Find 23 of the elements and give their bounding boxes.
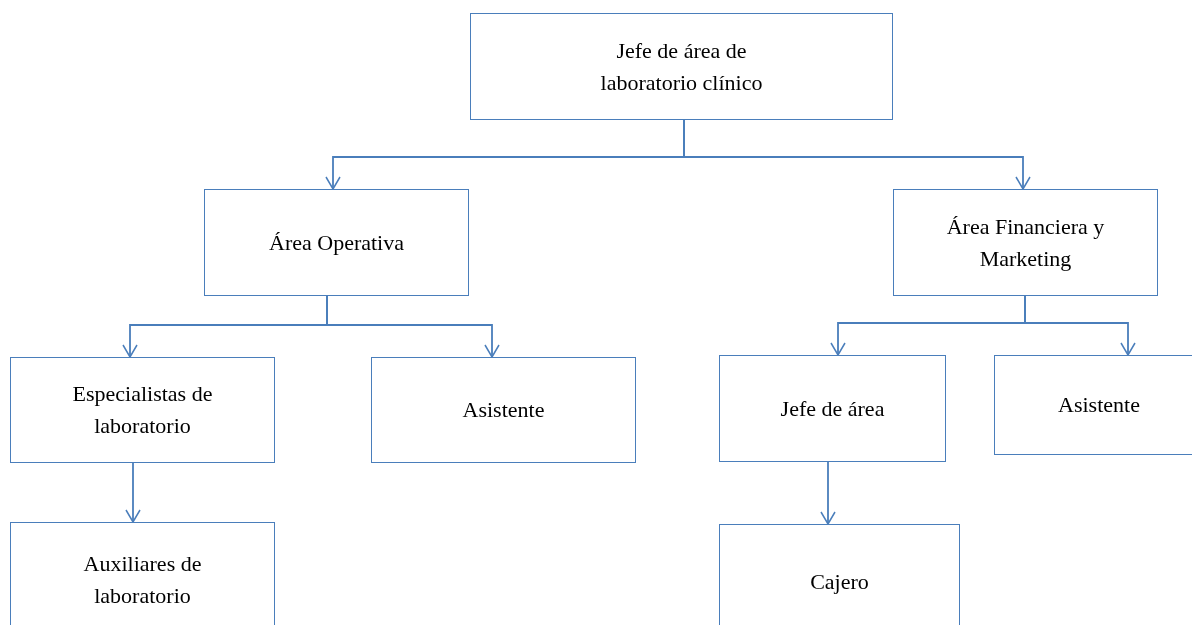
org-box xyxy=(719,355,946,462)
org-box xyxy=(994,355,1192,455)
org-box xyxy=(204,189,469,296)
box-label: Asistente xyxy=(461,396,546,424)
arrow xyxy=(1024,295,1136,356)
arrow xyxy=(326,295,500,358)
box-label: Auxiliares de laboratorio xyxy=(82,549,203,610)
org-box xyxy=(10,357,275,463)
org-box xyxy=(893,189,1158,296)
org-box xyxy=(470,13,893,120)
arrow xyxy=(820,461,836,525)
org-box xyxy=(719,524,960,625)
org-box xyxy=(371,357,636,463)
arrow xyxy=(125,462,141,523)
box-label: Área Financiera y Marketing xyxy=(945,212,1106,273)
box-label: Cajero xyxy=(809,567,870,596)
box-label: Jefe de área xyxy=(779,394,886,423)
arrow xyxy=(683,119,1031,190)
box-label: Asistente xyxy=(1057,391,1141,419)
box-label: Especialistas de laboratorio xyxy=(71,380,214,440)
org-box xyxy=(10,522,275,625)
box-label: Área Operativa xyxy=(268,228,405,257)
box-label: Jefe de área de laboratorio clínico xyxy=(599,36,764,97)
